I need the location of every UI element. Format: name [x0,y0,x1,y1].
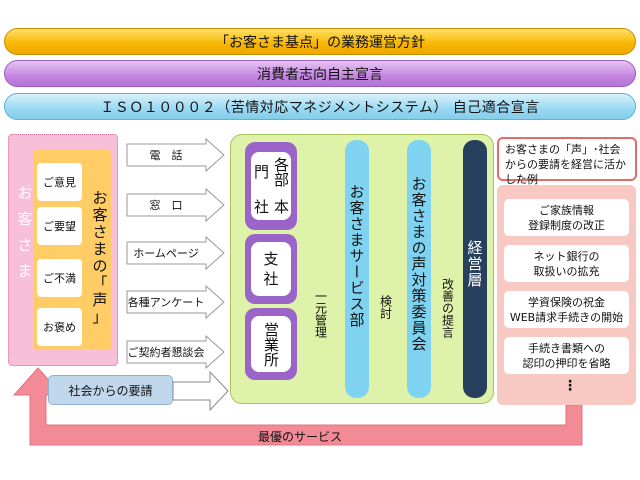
voice-title-char: ま [92,240,108,258]
channel-counter-arrow: 窓 口 [126,188,226,222]
customer-voice-title: お 客 さ ま の 「 声 」 [87,190,113,326]
unified-management-text: 一元管理 [313,290,328,338]
management-layer: 経営層 [463,140,487,398]
channel-phone-arrow: 電 話 [126,138,226,172]
voice-item-opinion: ご意見 [37,163,82,201]
unified-management-label: 一元管理 [311,290,331,360]
management-layer-text: 経営層 [465,240,484,288]
voice-committee-text: お客さまの声対策委員会 [409,176,428,352]
iso-banner-text: ＩＳＯ１０００２（苦情対応マネジメントシステム） 自己適合宣言 [100,99,540,116]
unit-sales-office-name: 営業所 [262,321,280,367]
channel-phone-label: 電 話 [149,149,183,162]
channel-counter-label: 窓 口 [149,199,183,212]
policy-banner: 「お客さま基点」の業務運営方針 [4,28,636,55]
proposal-text: 改善の提言 [440,278,455,338]
customer-service-dept-text: お客さまサービス部 [347,184,366,328]
voice-title-char: お [92,189,108,207]
iso-banner: ＩＳＯ１０００２（苦情対応マネジメントシステム） 自己適合宣言 [4,93,636,120]
declaration-banner: 消費者志向自主宣言 [4,60,636,87]
example-net-bank: ネット銀行の 取扱いの拡充 [504,245,629,282]
channel-survey-label: 各種アンケート [127,296,205,309]
customer-service-dept: お客さまサービス部 [345,140,369,398]
return-arrow [12,367,583,446]
unit-branch-char: 社 [263,270,279,288]
customer-label-char: お [17,184,33,202]
proposal-label: 改善の提言 [438,278,458,358]
voice-item-praise: お褒め [37,308,82,346]
voice-title-char: さ [92,223,108,241]
unit-branch-char: 支 [263,250,279,268]
customer-label: お 客 さ ま [14,180,36,284]
example-family-registration: ご家族情報 登録制度の改正 [504,199,629,236]
customer-label-char: ま [17,262,33,280]
customer-label-char: 客 [17,210,33,228]
voice-committee: お客さまの声対策委員会 [407,140,431,398]
unit-headquarters: 本社 各部門 [245,142,297,230]
best-service-label: 最優のサービス [257,430,342,444]
declaration-banner-text: 消費者志向自主宣言 [257,66,383,83]
voice-title-char: 客 [92,206,108,224]
voice-title-char: 」 [92,308,108,326]
example-seal-omission: 手続き書類への 認印の押印を省略 [504,337,629,374]
unit-hq-name: 本社 [252,199,290,215]
voice-item-complaint: ご不満 [37,259,82,297]
customer-label-char: さ [17,236,33,254]
unit-sales-office: 営業所 [245,308,297,380]
channel-meeting-arrow: ご契約者懇談会 [126,335,226,369]
voice-title-char: 「 [92,274,108,292]
channel-survey-arrow: 各種アンケート [126,285,226,319]
unit-hq-dept: 各部門 [252,156,290,187]
unit-branch: 支 社 [245,234,297,304]
example-education-insurance: 学資保険の祝金 WEB請求手続きの開始 [504,291,629,328]
voice-item-request: ご要望 [37,207,82,245]
channel-website-arrow: ホームページ [126,236,226,270]
voice-title-char: 声 [92,291,108,309]
channel-meeting-label: ご契約者懇談会 [127,346,205,359]
review-label: 検討 [376,295,396,335]
society-request-box: 社会からの要請 [48,375,173,405]
channel-website-label: ホームページ [133,247,199,260]
examples-more-indicator: ⋮ [563,378,577,394]
policy-banner-text: 「お客さま基点」の業務運営方針 [215,34,425,51]
examples-title: お客さまの「声」･社会からの要請を経営に活かした例 [497,137,637,186]
review-text: 検討 [378,295,393,319]
voice-title-char: の [92,257,108,275]
society-request-arrow [172,370,229,412]
